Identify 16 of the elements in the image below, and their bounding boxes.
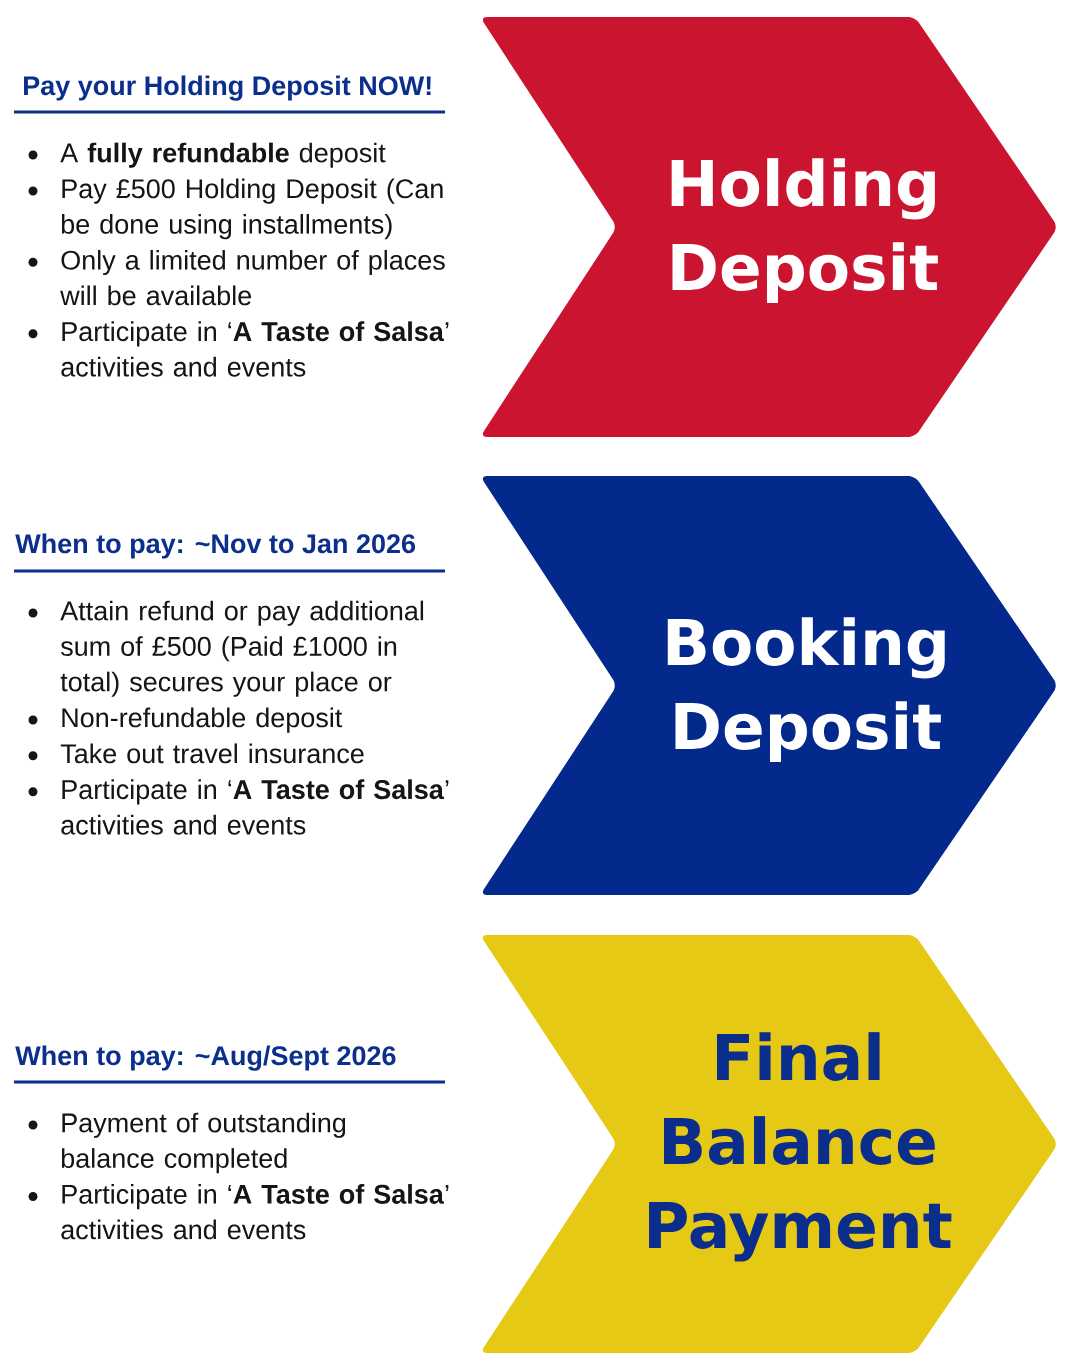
bullet-text: Pay £500 Holding Deposit (Can be done using installments) bbox=[61, 178, 443, 240]
chevron-banner: Holding Deposit bbox=[482, 17, 1056, 437]
chevron-banner: Final Balance Payment bbox=[482, 935, 1056, 1353]
section-heading: When to pay: ~Nov to Jan 2026 bbox=[15, 533, 416, 559]
bullet-text: Only a limited number of places will be available bbox=[60, 249, 445, 306]
section-heading: Pay your Holding Deposit NOW! bbox=[24, 75, 431, 101]
bullet-text: Participate in ‘A Taste of Salsa’ activities and events bbox=[61, 321, 449, 377]
section-heading: When to pay: ~Aug/Sept 2026 bbox=[15, 1045, 396, 1071]
chevron-banner: Booking Deposit bbox=[482, 476, 1056, 895]
bullet-text: Non-refundable deposit bbox=[62, 707, 343, 733]
bullet-text: Payment of outstanding balance completed bbox=[61, 1112, 346, 1174]
bullet-text: A fully refundable deposit bbox=[60, 142, 386, 168]
bullet-text: Take out travel insurance bbox=[60, 743, 364, 764]
bullet-text: Attain refund or pay additional sum of £500 (Paid £1000 in total) secures your place or bbox=[60, 600, 424, 697]
bullet-text: Participate in ‘A Taste of Salsa’ activities and events bbox=[61, 779, 449, 835]
bullet-text: Participate in ‘A Taste of Salsa’ activities and events bbox=[61, 1184, 449, 1240]
